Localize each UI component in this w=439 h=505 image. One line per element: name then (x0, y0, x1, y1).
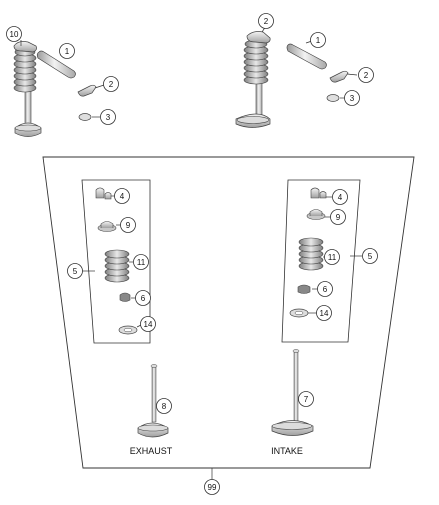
callout-number: 1 (65, 47, 70, 56)
callout-c1b: 1 (310, 32, 326, 48)
intake-parts-panel (281, 179, 361, 343)
callout-circle (324, 249, 340, 265)
exhaust-valve-assembly (13, 41, 97, 137)
callout-circle (204, 479, 220, 495)
callout-circle (330, 209, 346, 225)
callout-circle (59, 43, 75, 59)
callout-c11b: 11 (324, 249, 340, 265)
callout-c2b: 2 (258, 13, 274, 29)
callout-c5a: 5 (67, 263, 83, 279)
callout-number: 2 (364, 71, 369, 80)
callout-circle (298, 391, 314, 407)
intake-valve (271, 349, 314, 436)
callout-number: 6 (141, 294, 146, 303)
callout-circle (332, 189, 348, 205)
callout-c10: 10 (6, 26, 22, 42)
callout-number: 9 (126, 221, 131, 230)
exhaust-valve (137, 364, 169, 438)
callout-c8: 8 (156, 398, 172, 414)
intake-panel-parts (289, 187, 327, 318)
callout-circle (310, 32, 326, 48)
exhaust-panel-parts (95, 187, 138, 335)
callout-c3a: 3 (100, 109, 116, 125)
intake-valve-assembly (235, 31, 349, 128)
callout-circle (316, 305, 332, 321)
callout-circle (135, 290, 151, 306)
callout-number: 2 (109, 80, 114, 89)
callout-circle (362, 248, 378, 264)
callout-circle (103, 76, 119, 92)
callout-number: 8 (162, 402, 167, 411)
exhaust-parts-panel (81, 179, 151, 344)
callout-c11a: 11 (133, 254, 149, 270)
callout-c7: 7 (298, 391, 314, 407)
kit-outline (42, 156, 415, 469)
callout-circle (258, 13, 274, 29)
callout-number: 99 (208, 483, 217, 492)
callout-circle (120, 217, 136, 233)
callout-c1a: 1 (59, 43, 75, 59)
callout-number: 3 (350, 94, 355, 103)
callout-c2c: 2 (358, 67, 374, 83)
callout-circle (114, 188, 130, 204)
callout-number: 14 (320, 309, 329, 318)
exhaust-label: EXHAUST (130, 446, 173, 456)
callout-circle (6, 26, 22, 42)
callout-circle (67, 263, 83, 279)
callout-number: 11 (328, 253, 337, 262)
callout-c99: 99 (204, 479, 220, 495)
callout-number: 4 (338, 193, 343, 202)
callout-circle (344, 90, 360, 106)
callout-number: 3 (106, 113, 111, 122)
callout-number: 2 (264, 17, 269, 26)
callout-number: 1 (316, 36, 321, 45)
callout-c2a: 2 (103, 76, 119, 92)
callout-c14b: 14 (316, 305, 332, 321)
valve-spring (243, 39, 269, 85)
callout-c4a: 4 (114, 188, 130, 204)
callout-circle (156, 398, 172, 414)
callout-circle (317, 281, 333, 297)
callout-number: 9 (336, 213, 341, 222)
callout-c6a: 6 (135, 290, 151, 306)
valve-spring (13, 47, 37, 93)
callout-c4b: 4 (332, 189, 348, 205)
callout-c14a: 14 (140, 316, 156, 332)
callout-number: 7 (304, 395, 309, 404)
callout-number: 14 (144, 320, 153, 329)
callout-number: 10 (10, 30, 19, 39)
callout-c3b: 3 (344, 90, 360, 106)
callout-circle (358, 67, 374, 83)
callout-circle (100, 109, 116, 125)
callout-number: 5 (73, 267, 78, 276)
callout-number: 5 (368, 252, 373, 261)
callout-circle (140, 316, 156, 332)
callout-circle (133, 254, 149, 270)
callout-number: 11 (137, 258, 146, 267)
callout-c9b: 9 (330, 209, 346, 225)
callout-number: 4 (120, 192, 125, 201)
callout-c6b: 6 (317, 281, 333, 297)
callout-c5b: 5 (362, 248, 378, 264)
intake-label: INTAKE (271, 446, 303, 456)
callout-number: 6 (323, 285, 328, 294)
callout-c9a: 9 (120, 217, 136, 233)
